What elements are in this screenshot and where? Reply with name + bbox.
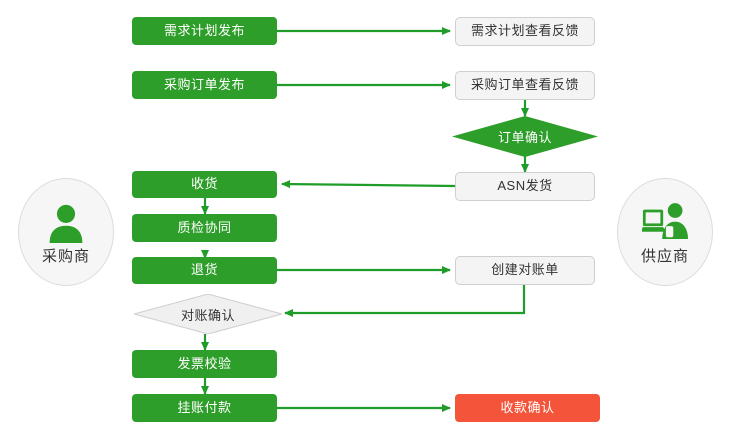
node-order-confirm-label: 订单确认 [497, 130, 552, 145]
node-po-feedback[interactable]: 采购订单查看反馈 [455, 71, 595, 100]
actor-buyer: 采购商 [18, 178, 114, 286]
node-demand-plan-feedback[interactable]: 需求计划查看反馈 [455, 17, 595, 46]
node-demand-plan-publish[interactable]: 需求计划发布 [132, 17, 277, 45]
actor-buyer-label: 采购商 [41, 247, 90, 265]
node-statement-confirm[interactable]: 对账确认 [134, 294, 282, 334]
node-po-publish[interactable]: 采购订单发布 [132, 71, 277, 99]
person-at-computer-icon [642, 199, 688, 243]
node-quality-collaboration[interactable]: 质检协同 [132, 214, 277, 242]
node-receipt-confirm[interactable]: 收款确认 [455, 394, 600, 422]
edge-statement-to-confirm [284, 285, 526, 317]
edge-asn-to-receipt [281, 180, 456, 189]
node-payable-payment[interactable]: 挂账付款 [132, 394, 277, 422]
node-create-statement[interactable]: 创建对账单 [455, 256, 595, 285]
node-statement-confirm-label: 对账确认 [180, 307, 235, 323]
actor-supplier: 供应商 [617, 178, 713, 286]
node-return-goods[interactable]: 退货 [132, 257, 277, 284]
person-icon [43, 199, 89, 243]
node-goods-receipt[interactable]: 收货 [132, 171, 277, 198]
node-invoice-verify[interactable]: 发票校验 [132, 350, 277, 378]
node-asn-shipment[interactable]: ASN发货 [455, 172, 595, 201]
diamond-shape-gray [134, 294, 282, 334]
node-order-confirm[interactable]: 订单确认 [452, 116, 598, 157]
diamond-shape-green [452, 116, 598, 157]
actor-supplier-label: 供应商 [640, 247, 689, 265]
